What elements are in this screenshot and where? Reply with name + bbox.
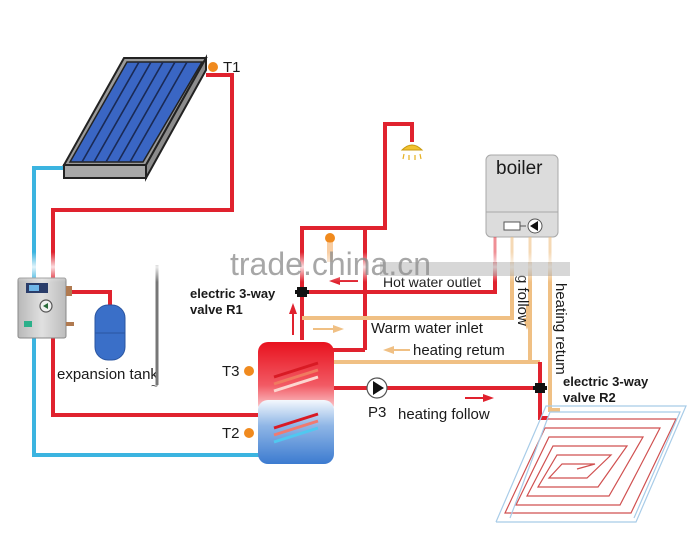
shower-head-icon <box>400 144 424 160</box>
expansion-tank <box>94 304 126 361</box>
sensor-t2-icon <box>244 428 254 438</box>
heating-follow-pipes <box>330 362 548 420</box>
heating-vertical-pipe <box>538 362 548 420</box>
watermark-text: trade.china.cn <box>230 246 431 282</box>
hot-pipe-segment <box>72 290 112 305</box>
heating-return-vertical-label: heating retum <box>552 283 569 375</box>
station-indicator <box>24 321 32 327</box>
expansion-tank-label: expansion tank <box>57 366 158 383</box>
floor-heating-coil-icon <box>495 405 687 523</box>
valve-r1-icon <box>295 287 309 297</box>
valve-r2-label-line2: valve R2 <box>563 390 616 405</box>
cold-pipe-segment <box>32 330 260 457</box>
boiler <box>485 154 559 238</box>
sensor-t1-icon <box>208 62 218 72</box>
boiler-display <box>503 221 521 231</box>
sensor-t2-label: T2 <box>222 425 240 442</box>
hot-pipe-segment <box>51 330 260 417</box>
valve-r2-label-line1: electric 3-way <box>563 374 649 389</box>
solar-collector <box>62 54 208 182</box>
solar-pump-station <box>17 277 74 339</box>
sensor-t3-label: T3 <box>222 363 240 380</box>
pump-p3-label: P3 <box>368 404 386 421</box>
storage-tank <box>258 342 334 464</box>
pump-p3 <box>366 377 388 399</box>
hot-pipe-segment <box>300 122 414 340</box>
warm-water-inlet-label: Warm water inlet <box>371 320 484 337</box>
drain-end-icon: ~ <box>151 379 158 393</box>
tank-lower-section <box>258 400 334 464</box>
collector-tubes <box>81 61 188 163</box>
valve-r1-label-line1: electric 3-way <box>190 286 276 301</box>
sensor-t1-label: T1 <box>223 59 241 76</box>
collector-flow-pipe <box>51 73 260 417</box>
heating-follow-vertical-label: g follow <box>514 275 531 326</box>
tank-lower-coil <box>273 412 319 444</box>
hot-pipe-segment <box>51 73 234 300</box>
heating-return-vertical-pipe <box>548 262 560 412</box>
watermark-shadow <box>380 262 570 276</box>
valve-r2-icon <box>533 383 547 393</box>
boiler-label: boiler <box>496 158 543 179</box>
sensor-t3-icon <box>244 366 254 376</box>
heating-follow-label: heating follow <box>398 406 490 423</box>
watermark-band <box>0 252 687 282</box>
arrow-left-icon <box>383 346 410 354</box>
arrow-up-icon <box>289 303 297 335</box>
dhw-sensor-icon <box>325 233 335 243</box>
valve-r1-label-line2: valve R1 <box>190 302 243 317</box>
arrow-right-icon <box>313 325 344 333</box>
arrow-down-icon <box>523 305 531 330</box>
tank-upper-coil <box>273 361 319 393</box>
heating-return-label: heating retum <box>413 342 505 359</box>
arrow-right-icon <box>465 394 494 402</box>
